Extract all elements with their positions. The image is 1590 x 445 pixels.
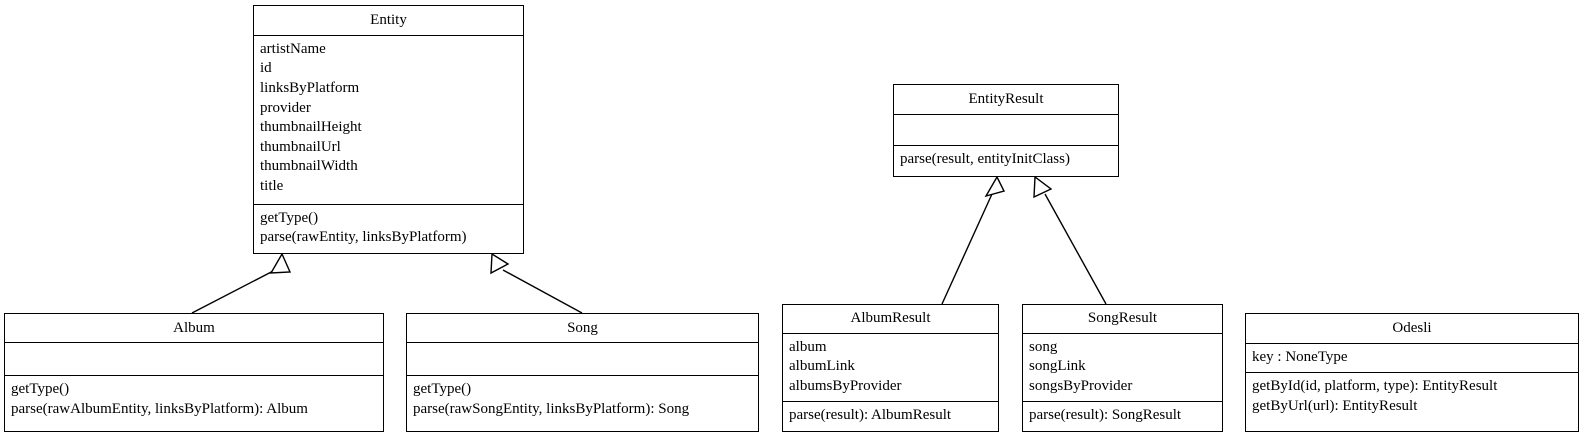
class-attributes-songresult: song songLink songsByProvider [1023,334,1222,403]
class-operations-song: getType() parse(rawSongEntity, linksByPl… [407,376,758,431]
class-box-entity[interactable]: Entity artistName id linksByPlatform pro… [253,5,524,254]
class-operations-albumresult: parse(result): AlbumResult [783,402,998,431]
class-box-entityresult[interactable]: EntityResult parse(result, entityInitCla… [893,84,1119,177]
attribute-item: thumbnailUrl [260,138,341,155]
operation-item: parse(result, entityInitClass) [900,151,1070,167]
class-box-odesli[interactable]: Odesli key : NoneType getById(id, platfo… [1245,313,1579,432]
generalization-songresult-to-entityresult [1033,175,1107,305]
attribute-item: key : NoneType [1252,349,1348,365]
operation-item: parse(result): SongResult [1029,407,1182,424]
class-attributes-song [407,343,758,376]
class-attributes-odesli: key : NoneType [1246,344,1578,373]
operation-item: getByUrl(url): EntityResult [1252,397,1418,414]
attribute-item: provider [260,99,311,116]
class-attributes-albumresult: album albumLink albumsByProvider [783,334,998,403]
attribute-item: thumbnailHeight [260,119,362,136]
attribute-item: albumsByProvider [789,377,902,394]
attribute-item: linksByPlatform [260,80,360,96]
class-name-song: Song [407,314,758,343]
generalization-albumresult-to-entityresult [941,175,1006,305]
operation-item: parse(rawEntity, linksByPlatform) [260,229,467,246]
class-operations-odesli: getById(id, platform, type): EntityResul… [1246,373,1578,431]
class-box-album[interactable]: Album getType() parse(rawAlbumEntity, li… [4,313,384,432]
generalization-line-songresult [1044,193,1107,305]
attribute-item: id [260,60,272,77]
attribute-item: artistName [260,40,326,57]
hollow-triangle-arrowhead-album [269,252,292,274]
class-name-odesli: Odesli [1246,314,1578,344]
operation-item: getType() [260,209,319,226]
class-operations-entity: getType() parse(rawEntity, linksByPlatfo… [254,205,523,253]
attribute-item: songLink [1029,358,1086,375]
attribute-item: songsByProvider [1029,377,1133,394]
class-operations-songresult: parse(result): SongResult [1023,402,1222,431]
attribute-item: thumbnailWidth [260,158,358,175]
attribute-item: song [1029,338,1058,355]
class-attributes-album [5,343,383,376]
hollow-triangle-arrowhead-songresult [1033,175,1053,199]
class-name-entityresult: EntityResult [894,85,1118,115]
attribute-item: albumLink [789,358,855,375]
operation-item: getType() [413,381,472,397]
class-operations-entityresult: parse(result, entityInitClass) [894,146,1118,176]
class-attributes-entityresult [894,115,1118,146]
hollow-triangle-arrowhead-song [490,252,510,275]
class-box-songresult[interactable]: SongResult song songLink songsByProvider… [1022,304,1223,432]
operation-item: getType() [11,381,70,397]
class-name-album: Album [5,314,383,343]
class-name-songresult: SongResult [1023,305,1222,334]
attribute-item: title [260,177,284,194]
class-operations-album: getType() parse(rawAlbumEntity, linksByP… [5,376,383,431]
operation-item: parse(rawSongEntity, linksByPlatform): S… [413,400,690,417]
generalization-line-albumresult [941,193,993,305]
class-name-albumresult: AlbumResult [783,305,998,334]
class-attributes-entity: artistName id linksByPlatform provider t… [254,36,523,205]
operation-item: parse(rawAlbumEntity, linksByPlatform): … [11,400,308,417]
operation-item: getById(id, platform, type): EntityResul… [1252,378,1498,394]
generalization-album-to-entity [191,252,292,314]
generalization-song-to-entity [490,252,583,314]
class-box-albumresult[interactable]: AlbumResult album albumLink albumsByProv… [782,304,999,432]
class-box-song[interactable]: Song getType() parse(rawSongEntity, link… [406,313,759,432]
attribute-item: album [789,338,827,355]
class-name-entity: Entity [254,6,523,36]
hollow-triangle-arrowhead-albumresult [984,175,1006,198]
generalization-line-album [191,268,278,314]
operation-item: parse(result): AlbumResult [789,407,952,424]
generalization-line-song [502,269,583,314]
